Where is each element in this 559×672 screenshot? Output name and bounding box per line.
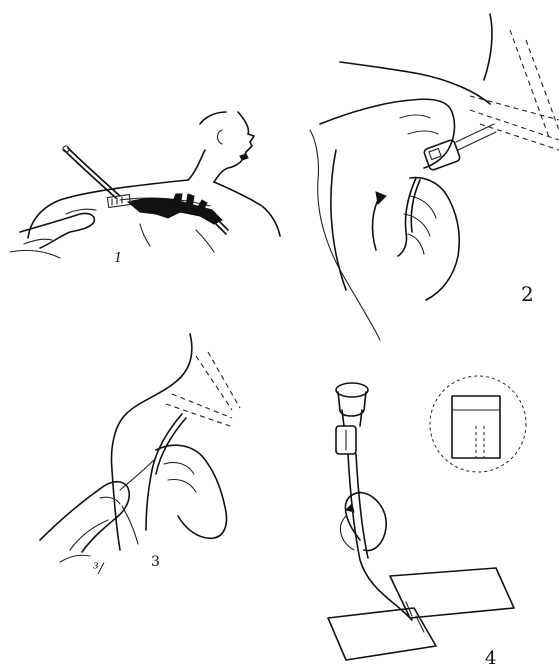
catheter-tube: [68, 148, 120, 196]
dressing-strip-top: [390, 568, 514, 618]
drape-dashed-3: [196, 356, 232, 410]
neck-left: [188, 150, 205, 180]
tunneler-device: [423, 139, 461, 171]
dressing-strip-bottom: [328, 608, 436, 660]
panel-1-illustration: [0, 0, 280, 280]
mouth-mark: [240, 154, 248, 160]
lower-hand: [410, 178, 459, 300]
upper-arm-top: [340, 62, 490, 104]
panel-3-illustration: [0, 330, 270, 580]
upper-hand: [320, 99, 455, 168]
panel-4-illustration: [300, 370, 559, 672]
step-4-label: 4: [485, 650, 496, 668]
right-hand-3: [156, 445, 227, 538]
direction-arrow: [373, 196, 380, 250]
step-2-label: 2: [521, 284, 534, 304]
hand-left: [20, 213, 94, 248]
shoulder-right: [214, 182, 280, 236]
catheter-line-3: [146, 414, 182, 530]
catheter-hub: [336, 383, 368, 397]
face-profile: [214, 112, 254, 182]
step-3-right-label: 3: [151, 555, 160, 569]
back-of-head: [200, 112, 226, 124]
clamp: [107, 195, 130, 208]
step-3-left-label: ³/: [93, 562, 103, 576]
panel-2-illustration: [280, 0, 559, 340]
ear: [218, 130, 223, 144]
step-1-label: 1: [114, 252, 122, 265]
drape-dashed-1: [510, 30, 550, 140]
